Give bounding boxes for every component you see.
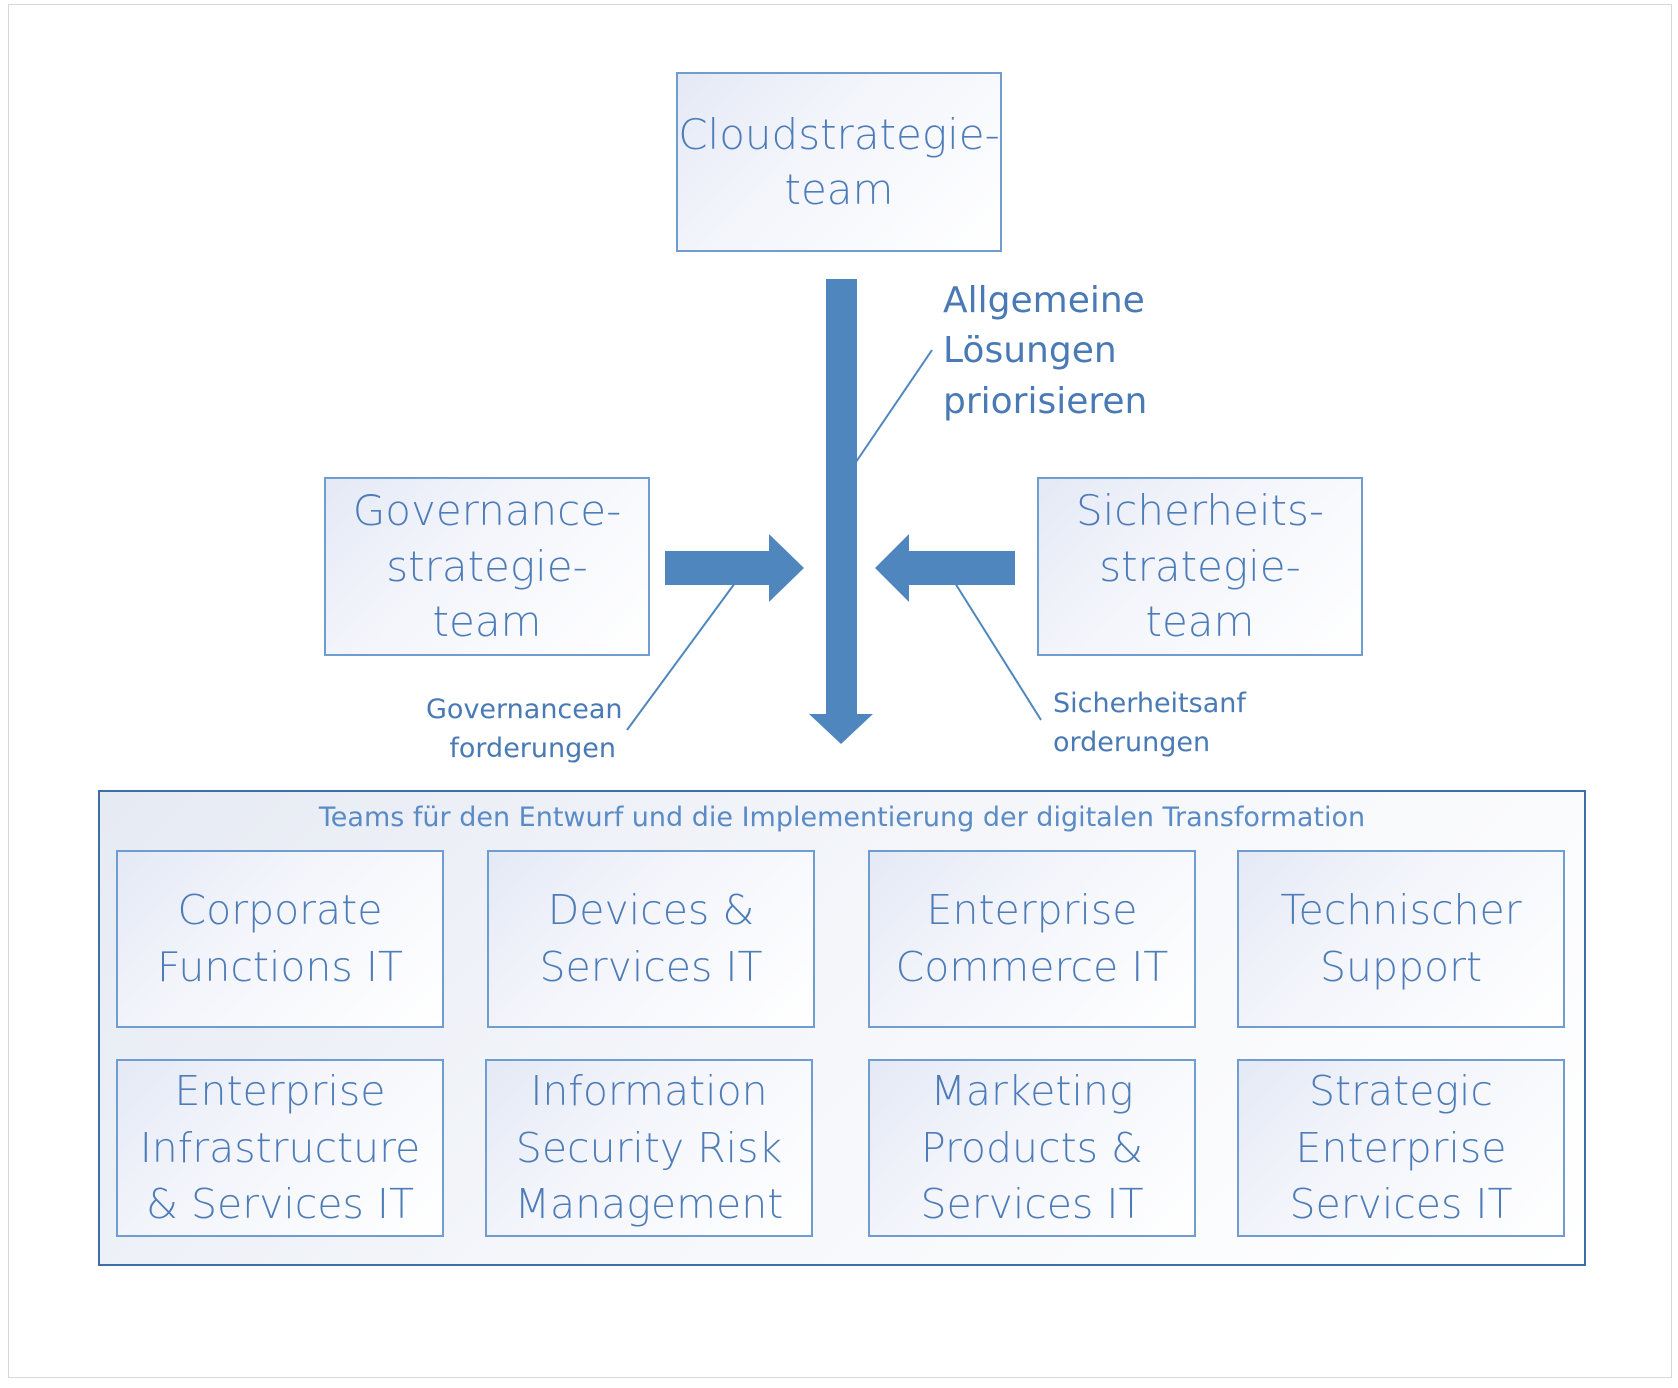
team-box-marketing-products: Marketing Products & Services IT [868,1059,1196,1237]
team-box-devices-services: Devices & Services IT [487,850,815,1028]
team-box-technical-support: Technischer Support [1237,850,1565,1028]
team-label: Technischer Support [1280,886,1522,991]
team-box-enterprise-commerce: Enterprise Commerce IT [868,850,1196,1028]
security-strategy-team-box: Sicherheits- strategie- team [1037,477,1363,656]
cloud-strategy-team-label: Cloudstrategie- team [678,109,1000,214]
priorities-label: Allgemeine Lösungen priorisieren [943,280,1148,422]
security-arrow [875,534,1015,602]
team-label: Enterprise Commerce IT [895,886,1169,991]
team-box-information-security: Information Security Risk Management [485,1059,813,1237]
security-connector-line [954,582,1042,721]
governance-strategy-team-box: Governance- strategie- team [324,477,650,656]
team-label: Corporate Functions IT [157,886,403,991]
governance-arrow [665,534,804,602]
team-box-strategic-enterprise: Strategic Enterprise Services IT [1237,1059,1565,1237]
team-label: Marketing Products & Services IT [920,1067,1144,1229]
team-box-enterprise-infrastructure: Enterprise Infrastructure & Services IT [116,1059,444,1237]
transformation-teams-title: Teams für den Entwurf und die Implementi… [318,802,1366,833]
team-label: Devices & Services IT [539,886,763,991]
team-label: Enterprise Infrastructure & Services IT [139,1067,421,1229]
governance-connector-line [626,582,736,731]
priorities-connector-line [855,349,933,463]
governance-strategy-team-label: Governance- strategie- team [352,486,622,647]
security-requirements-label: Sicherheitsanf orderungen [1053,688,1246,759]
team-box-corporate-functions: Corporate Functions IT [116,850,444,1028]
security-strategy-team-label: Sicherheits- strategie- team [1075,486,1325,647]
governance-requirements-label: Governancean forderungen [426,694,623,765]
cloud-strategy-team-box: Cloudstrategie- team [676,72,1002,252]
team-label: Information Security Risk Management [514,1067,784,1229]
team-label: Strategic Enterprise Services IT [1289,1067,1513,1229]
down-arrow [809,279,873,744]
